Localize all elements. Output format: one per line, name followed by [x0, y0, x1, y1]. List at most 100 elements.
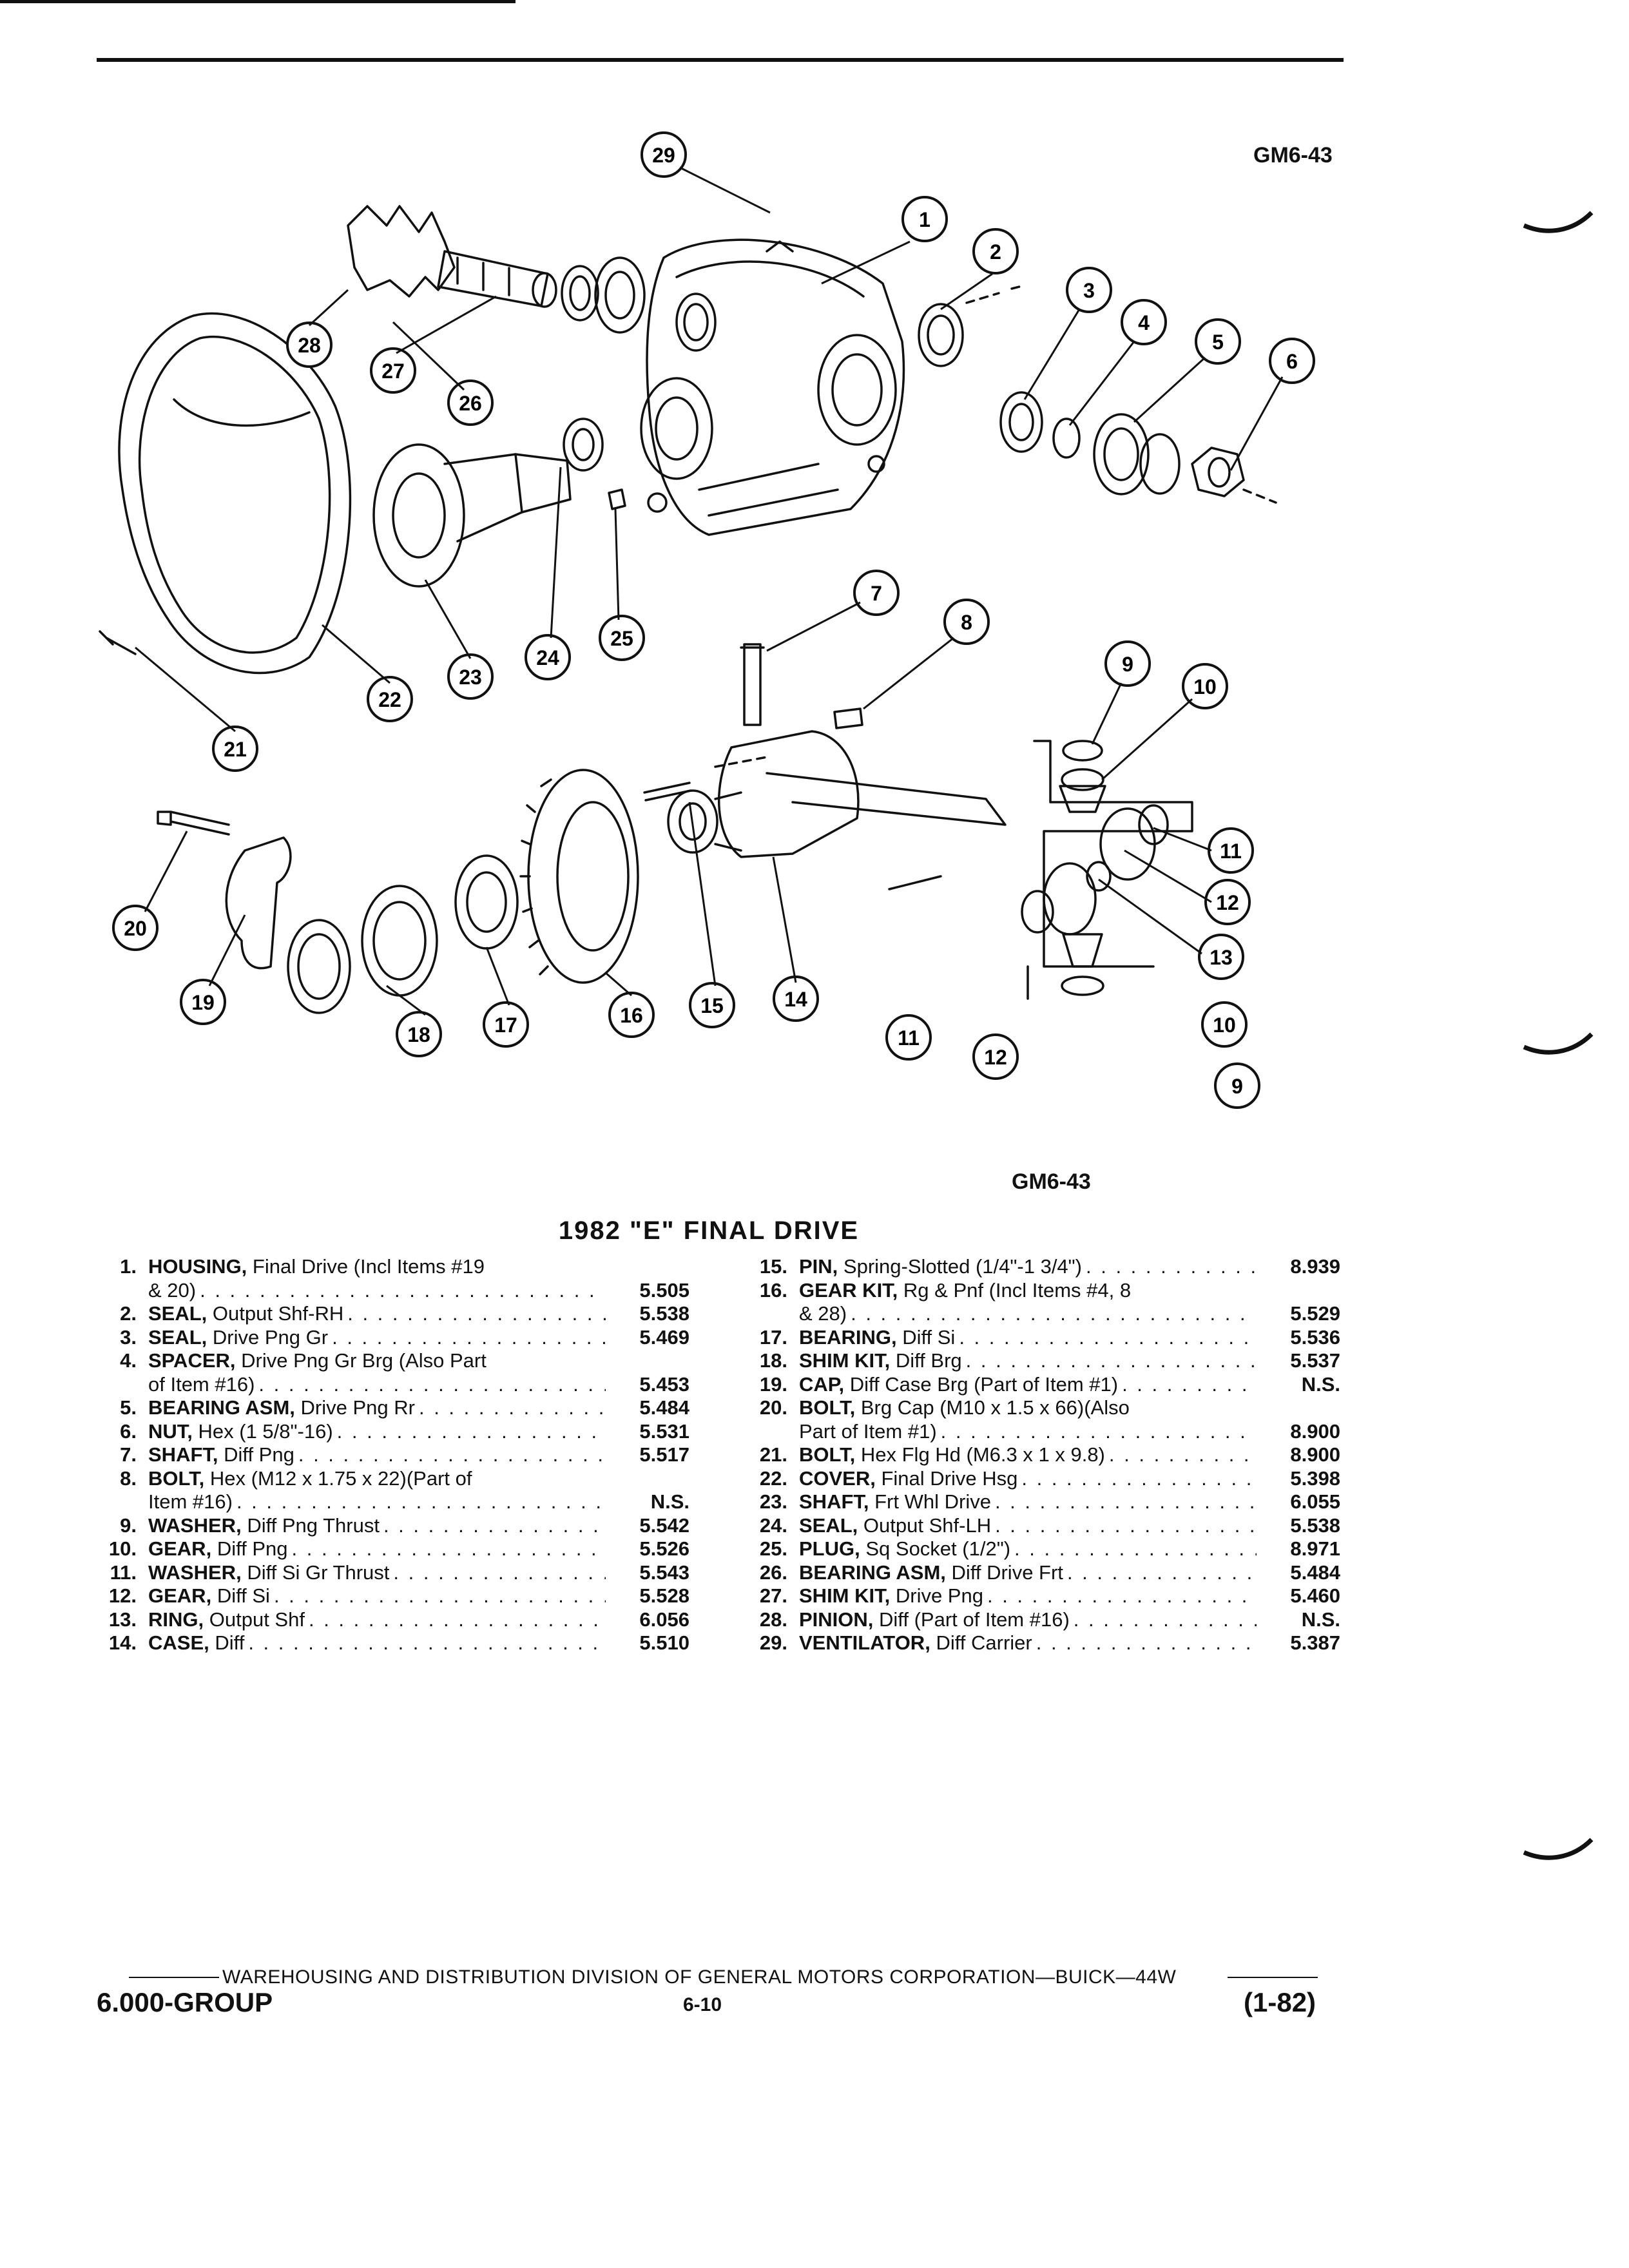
callout-number: 9: [1122, 653, 1133, 676]
parts-list-item: 2.SEAL, Output Shf-RH5.538: [97, 1302, 689, 1326]
parts-list-item: 22.COVER, Final Drive Hsg5.398: [747, 1467, 1340, 1491]
parts-list-item: 3.SEAL, Drive Png Gr5.469: [97, 1326, 689, 1350]
callout-16: 16: [608, 992, 655, 1038]
parts-list-item: 25.PLUG, Sq Socket (1/2")8.971: [747, 1537, 1340, 1561]
plug-25-drawing: [608, 488, 626, 510]
part-name: SEAL,: [148, 1302, 207, 1325]
part-description: Output Shf-LH: [863, 1514, 992, 1537]
callout-4: 4: [1121, 299, 1167, 345]
parts-list-item: 10.GEAR, Diff Png5.526: [97, 1537, 689, 1561]
part-number: 4.: [120, 1349, 137, 1372]
part-description: Sq Socket (1/2"): [865, 1537, 1011, 1560]
callout-number: 12: [1216, 891, 1239, 914]
part-name: GEAR,: [148, 1537, 212, 1560]
part-name: BOLT,: [799, 1443, 856, 1466]
part-name: CAP,: [799, 1372, 845, 1396]
callout-number: 7: [871, 582, 882, 605]
housing-drawing: [640, 238, 905, 536]
parts-list-item: 15.PIN, Spring-Slotted (1/4"-1 3/4")8.93…: [747, 1255, 1340, 1279]
footer-group: 6.000-GROUP: [97, 1987, 273, 2017]
callout-10: 10: [1201, 1001, 1248, 1048]
callout-number: 11: [1220, 840, 1242, 863]
part-group-number: 5.537: [1290, 1349, 1340, 1372]
callout-number: 13: [1210, 946, 1233, 969]
callout-26: 26: [447, 380, 494, 426]
callout-23: 23: [447, 653, 494, 700]
part-description-continued: of Item #16): [148, 1372, 255, 1396]
callout-13: 13: [1198, 934, 1244, 980]
figure-id-bottom: GM6-43: [1012, 1169, 1091, 1194]
callout-1: 1: [901, 196, 948, 242]
callout-number: 10: [1193, 675, 1217, 698]
parts-list-title: 1982 "E" FINAL DRIVE: [558, 1216, 860, 1245]
bolt-8-drawing: [833, 707, 863, 729]
part-group-number: 5.528: [639, 1584, 689, 1607]
part-name: WASHER,: [148, 1561, 242, 1584]
part-number: 1.: [120, 1255, 137, 1278]
part-name: BOLT,: [148, 1466, 205, 1490]
parts-list-item: 19.CAP, Diff Case Brg (Part of Item #1)N…: [747, 1373, 1340, 1397]
callout-leader-line: [605, 972, 632, 997]
callout-leader-line: [396, 295, 497, 354]
part-description-continued: Item #16): [148, 1490, 233, 1513]
callout-12: 12: [972, 1033, 1019, 1080]
parts-list-item: 21.BOLT, Hex Flg Hd (M6.3 x 1 x 9.8)8.90…: [747, 1443, 1340, 1467]
callout-19: 19: [180, 979, 226, 1025]
binding-mark: [1523, 1032, 1594, 1055]
callout-leader-line: [485, 947, 510, 1006]
footer-rule-right: [1228, 1977, 1318, 1978]
callout-leader-line: [1133, 356, 1206, 423]
callout-leader-line: [135, 646, 236, 733]
callout-number: 27: [381, 360, 405, 383]
binding-mark: [1523, 211, 1594, 233]
parts-list-item: 14.CASE, Diff5.510: [97, 1631, 689, 1655]
part-description: Diff Drive Frt: [951, 1561, 1063, 1584]
callout-number: 26: [459, 392, 482, 415]
callout-29: 29: [641, 131, 687, 178]
shim-27-drawing: [561, 265, 599, 322]
figure-id-top: GM6-43: [1253, 143, 1333, 168]
part-description: Diff Png: [224, 1443, 294, 1466]
part-description: Drive Png Rr: [300, 1396, 415, 1419]
callout-leader-line: [1101, 698, 1193, 781]
callout-leader-line: [322, 624, 390, 684]
parts-list-left: 1.HOUSING, Final Drive (Incl Items #19& …: [97, 1255, 689, 1655]
callout-number: 4: [1138, 311, 1150, 334]
part-number: 14.: [108, 1631, 137, 1654]
callout-number: 17: [494, 1014, 517, 1037]
part-name: SPACER,: [148, 1349, 236, 1372]
part-description: Diff Brg: [895, 1349, 962, 1372]
part-group-number: 5.469: [639, 1325, 689, 1349]
part-description: Diff Si: [902, 1325, 956, 1349]
binding-mark: [1523, 1838, 1594, 1860]
callout-6: 6: [1269, 338, 1315, 384]
callout-number: 10: [1213, 1014, 1236, 1037]
pin-15-drawing: [643, 782, 692, 802]
callout-number: 2: [990, 240, 1001, 264]
callout-leader-line: [614, 508, 620, 620]
parts-list-item: 7.SHAFT, Diff Png5.517: [97, 1443, 689, 1467]
callout-number: 11: [898, 1026, 920, 1050]
callout-leader-line: [863, 637, 954, 710]
header-rule: [97, 58, 1344, 62]
part-number: 28.: [759, 1608, 787, 1631]
callout-2: 2: [972, 228, 1019, 274]
part-name: PLUG,: [799, 1537, 860, 1560]
part-name: HOUSING,: [148, 1255, 247, 1278]
callout-14: 14: [773, 975, 819, 1022]
footer-page-number: 6-10: [683, 1994, 722, 2015]
part-description: Brg Cap (M10 x 1.5 x 66)(Also: [860, 1396, 1130, 1419]
callout-leader-line: [688, 802, 717, 986]
footer-rule-left: [129, 1977, 219, 1978]
part-description: Diff (Part of Item #16): [879, 1608, 1070, 1631]
parts-list-item: 24.SEAL, Output Shf-LH5.538: [747, 1514, 1340, 1538]
cover-22-drawing: [118, 312, 352, 675]
part-name: BEARING,: [799, 1325, 897, 1349]
part-group-number: N.S.: [1301, 1372, 1340, 1396]
part-group-number: 5.543: [639, 1561, 689, 1584]
part-number: 17.: [759, 1325, 787, 1349]
part-number: 20.: [759, 1396, 787, 1419]
part-group-number: 5.517: [639, 1443, 689, 1466]
